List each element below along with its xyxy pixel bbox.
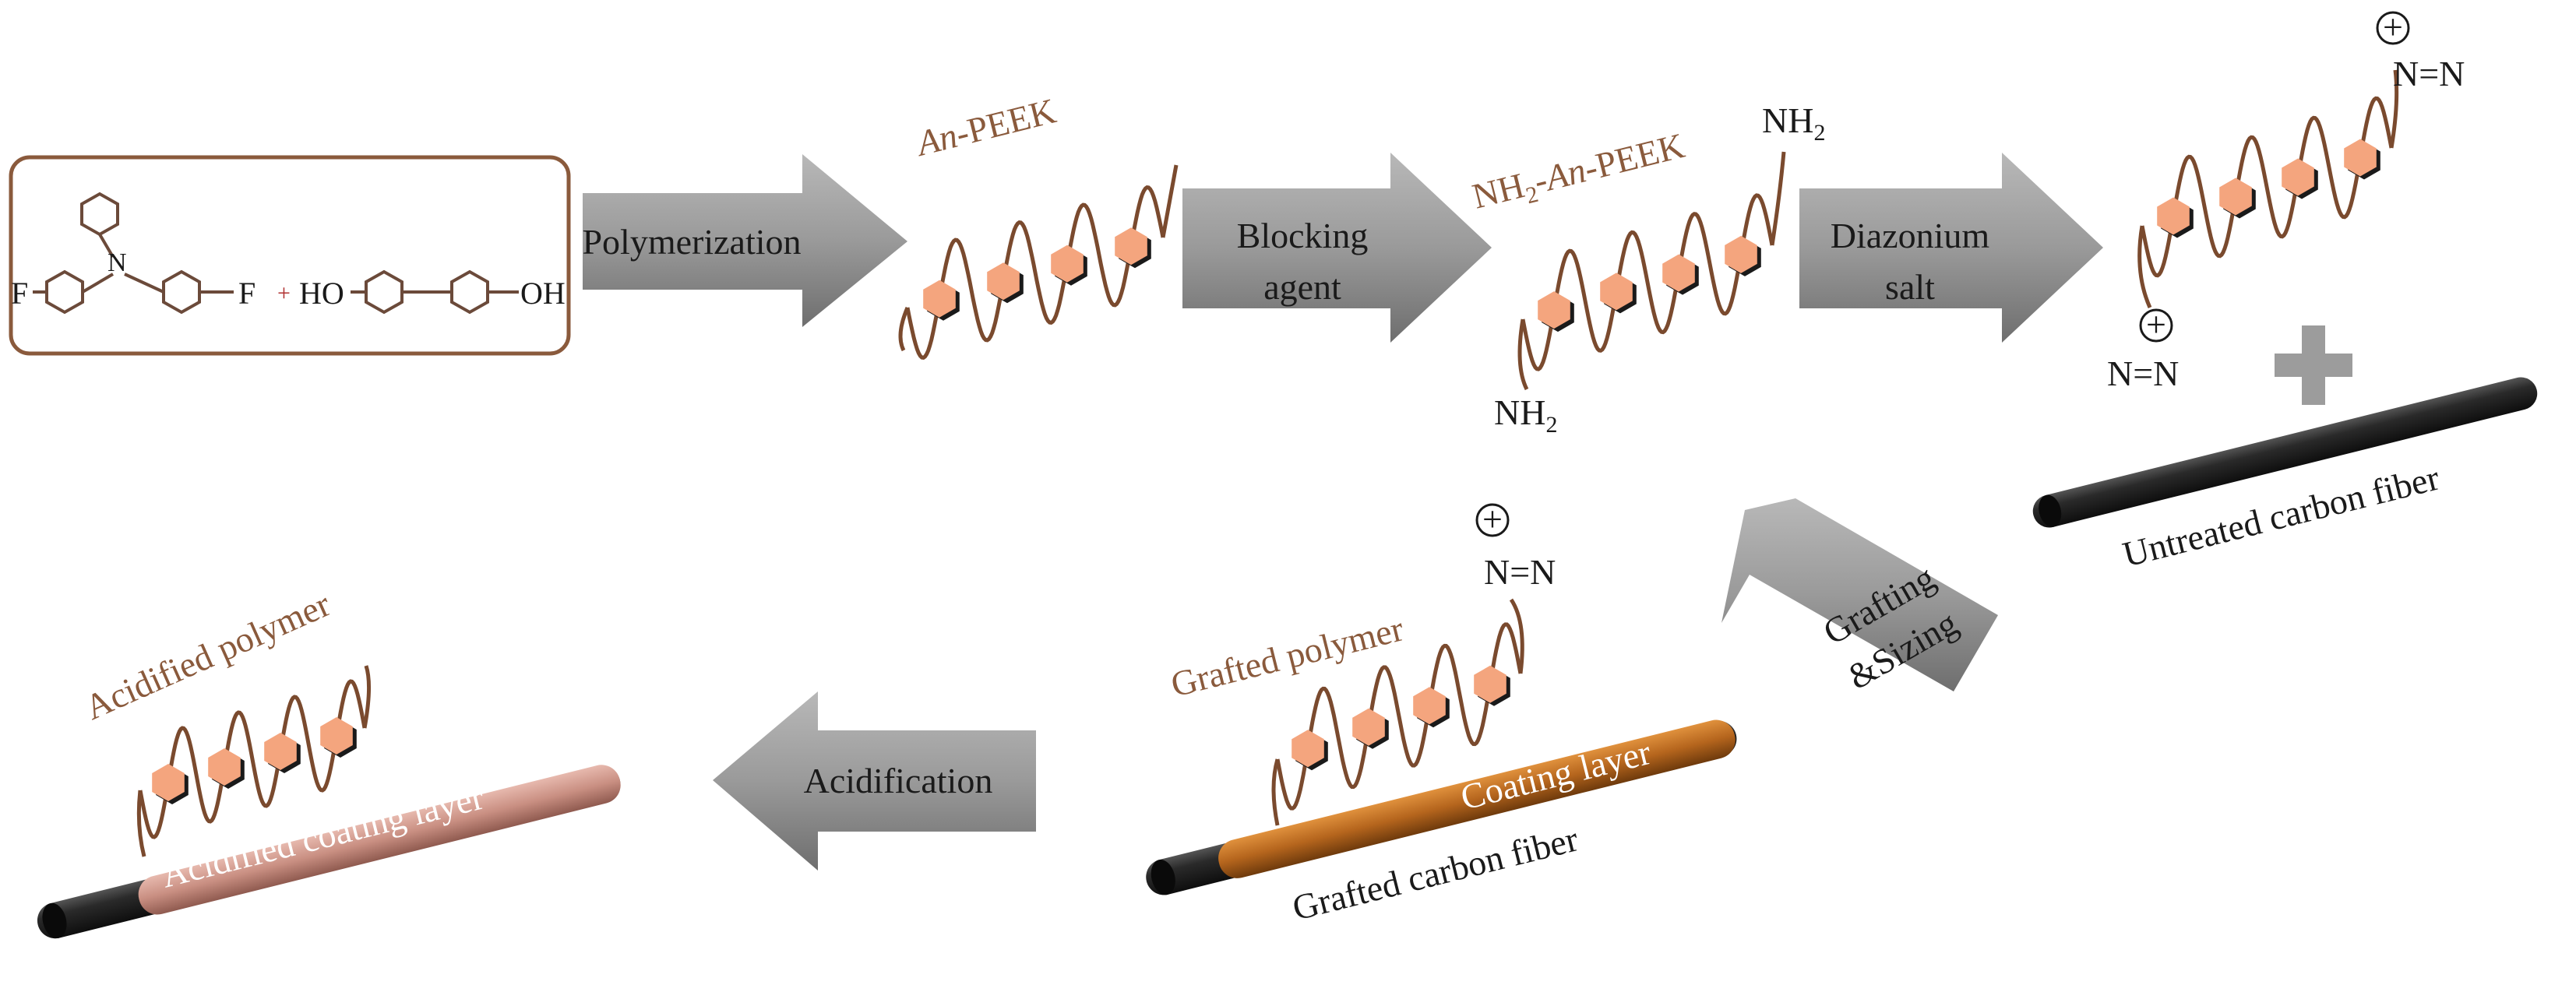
hexagon-unit [1662, 254, 1695, 292]
arrow-label-acidification: Acidification [804, 761, 993, 800]
hydroxyl-left: HO [299, 276, 344, 311]
hexagon-unit [1352, 708, 1385, 746]
grafted-carbon-fiber [1146, 719, 1737, 895]
label-grafted-polymer: Grafted polymer [1167, 608, 1408, 704]
hexagon-unit [2157, 197, 2190, 235]
label-coating-layer: Coating layer [1457, 732, 1654, 818]
biphenyl-ring-right [450, 269, 489, 315]
chain-diazonium [2137, 69, 2399, 309]
hexagon-unit [264, 733, 297, 770]
chain-end [898, 307, 910, 352]
hexagon-unit [2219, 178, 2252, 216]
label-nh2-an-peek: NH2-An-PEEK [1468, 125, 1690, 222]
chain-backbone [905, 185, 1165, 361]
hexagon-unit [1600, 273, 1633, 311]
hexagon-unit [2282, 158, 2314, 196]
monomer-box: N F F + HO OH [9, 155, 571, 356]
charge-bottom: + [2139, 304, 2173, 344]
phenyl-ring-right [162, 269, 201, 315]
fluorine-right: F [238, 276, 255, 311]
hexagon-unit [1725, 235, 1757, 273]
untreated-carbon-fiber [2032, 377, 2538, 528]
monomer-frame [9, 155, 571, 356]
nitrogen-label: N [107, 248, 127, 277]
hexagon-unit [923, 280, 956, 318]
arrow-label-diazonium-line1: Diazonium [1831, 216, 1990, 255]
label-acidified-polymer: Acidified polymer [79, 584, 336, 727]
arrow-label-polymerization: Polymerization [582, 222, 801, 262]
arrow-blocking-agent: Blocking agent [1182, 153, 1492, 343]
label-an-peek-rest: -PEEK [952, 90, 1060, 153]
chain-nh2-an-peek [1517, 151, 1786, 391]
phenyl-ring-left [45, 269, 84, 315]
hexagon-unit [1051, 244, 1084, 283]
label-diazo-grafted: N=N [1484, 552, 1556, 592]
arrow-label-blocking-line1: Blocking [1237, 216, 1369, 255]
charge-bottom-plus: + [2146, 304, 2166, 344]
hexagon-unit [1538, 291, 1570, 329]
arrow-diazonium-salt: Diazonium salt [1799, 153, 2103, 343]
arrow-label-blocking-line2: agent [1263, 267, 1341, 307]
hexagon-unit [152, 764, 185, 801]
chain-end [2389, 69, 2399, 149]
hexagon-unit [1474, 665, 1506, 703]
arrow-grafting-sizing: Grafting &Sizing [1721, 498, 1998, 697]
hexagon-unit [987, 262, 1020, 301]
chain-backbone [138, 679, 367, 839]
chain-end [1271, 758, 1280, 826]
hexagon-unit [1292, 730, 1324, 768]
hydroxyl-right: OH [520, 276, 566, 311]
hexagon-unit [208, 748, 241, 786]
label-nh2-bottom: NH2 [1494, 392, 1557, 438]
monomer-plus: + [277, 280, 291, 306]
label-nh2-peek: -PEEK [1580, 125, 1689, 188]
label-diazo-bottom: N=N [2107, 354, 2179, 393]
chain-backbone [2140, 96, 2394, 278]
label-nh2-prefix: NH [1468, 165, 1528, 216]
arrow-polymerization: Polymerization [582, 154, 907, 327]
charge-grafted: + [1475, 499, 1510, 539]
chain-end [1517, 318, 1529, 391]
hexagon-unit [2344, 139, 2377, 177]
chain-end [1161, 164, 1179, 238]
label-nh2-top: NH2 [1762, 100, 1825, 146]
hexagon-unit [320, 717, 353, 755]
label-an-peek: An-PEEK [911, 90, 1059, 164]
biphenyl-ring-left [365, 269, 403, 315]
arrow-acidification: Acidification [713, 691, 1036, 871]
chain-end [2137, 225, 2152, 309]
charge-top-plus: + [2383, 7, 2403, 47]
phenyl-ring-top [80, 192, 119, 237]
chain-grafted-polymer [1271, 598, 1524, 826]
charge-grafted-plus: + [1482, 499, 1503, 539]
chain-acidified-polymer [136, 665, 372, 857]
hexagon-unit [1115, 227, 1147, 266]
big-plus-sign [2275, 325, 2352, 405]
chain-end [1770, 151, 1786, 246]
charge-top: + [2376, 7, 2410, 47]
arrow-label-diazonium-line2: salt [1885, 267, 1935, 307]
chain-end [362, 665, 372, 729]
chain-backbone [1275, 622, 1523, 811]
hexagon-unit [1413, 687, 1446, 725]
label-diazo-top: N=N [2393, 54, 2465, 93]
fluorine-left: F [11, 276, 28, 311]
chain-end [136, 790, 146, 857]
chain-end [1509, 598, 1524, 674]
chain-backbone [1521, 193, 1774, 371]
chain-an-peek [898, 164, 1179, 361]
acidified-carbon-fiber [37, 765, 621, 939]
